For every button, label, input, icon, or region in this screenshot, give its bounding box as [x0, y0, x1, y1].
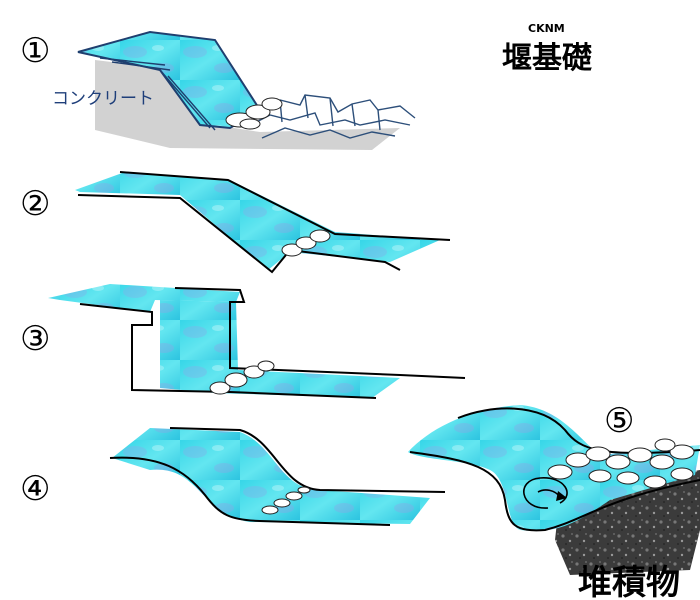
spillway-steps: [99, 57, 216, 131]
foam-turbulence: [225, 97, 283, 130]
page-title: 堰基礎: [502, 41, 592, 76]
panel-2: ②: [20, 171, 451, 274]
vortex-arrow-icon: [523, 477, 568, 509]
panel-4: ④: [20, 427, 446, 526]
water-surface: [112, 428, 430, 524]
weir-outline: [79, 303, 377, 399]
water-top-outline: [119, 171, 451, 241]
panel-number-4: ④: [20, 469, 50, 509]
panel-3: ③: [20, 284, 466, 399]
concrete-label: コンクリート: [52, 89, 154, 109]
panel-number-2: ②: [20, 184, 50, 224]
header-code: CKNM: [528, 22, 565, 35]
weir-outline: [77, 194, 401, 274]
panel-number-3: ③: [20, 319, 50, 359]
panel-1: ① コンクリート: [20, 30, 416, 150]
foam-turbulence: [209, 360, 275, 395]
weir-outline-back: [174, 287, 466, 379]
water-surface: [75, 172, 440, 270]
riverbed-outline: [409, 451, 700, 532]
water-surface-upper: [48, 284, 240, 312]
panel-5: ⑤ 堆積物: [408, 401, 700, 600]
weir-outline: [109, 456, 391, 526]
foam-turbulence: [547, 438, 695, 489]
foam-line: [261, 486, 311, 515]
panel-number-5: ⑤: [604, 401, 634, 441]
riprap-blocks: [244, 94, 416, 139]
sediment-label: 堆積物: [578, 563, 680, 600]
foam-turbulence: [281, 229, 331, 257]
panel-number-1: ①: [20, 31, 50, 71]
water-fall: [160, 300, 400, 398]
water-top-outline: [169, 427, 446, 493]
